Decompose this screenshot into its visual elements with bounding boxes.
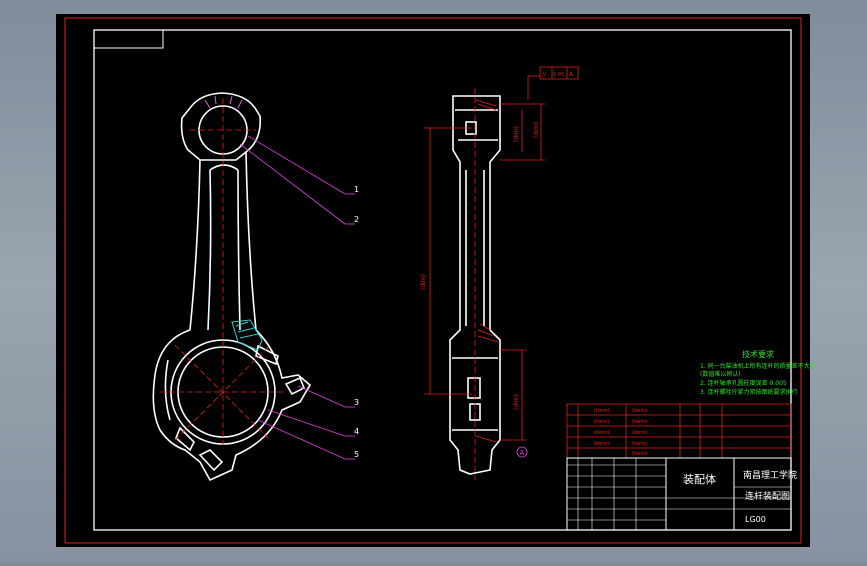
callout-5: 5 bbox=[354, 450, 359, 459]
tech-req-line-4: 3. 连杆螺栓拧紧力矩按图纸要求执行 bbox=[700, 388, 798, 396]
svg-text:(item): (item) bbox=[632, 451, 647, 457]
code-box bbox=[93, 29, 164, 49]
title-block-text: 装配体 南昌理工学院 连杆装配图 LG00 bbox=[683, 469, 797, 524]
title-block bbox=[566, 457, 792, 531]
svg-text://: // bbox=[542, 71, 547, 78]
parts-list bbox=[566, 403, 792, 459]
svg-text:(item): (item) bbox=[594, 441, 609, 447]
side-view bbox=[449, 95, 501, 475]
small-end-markings bbox=[204, 95, 243, 109]
tech-req-line-2: (数值难以辨认) bbox=[700, 370, 741, 378]
svg-text:(item): (item) bbox=[594, 408, 609, 414]
svg-text:(item): (item) bbox=[632, 441, 647, 447]
svg-text:0.05: 0.05 bbox=[553, 72, 564, 78]
svg-text:(item): (item) bbox=[632, 419, 647, 425]
dimension-lines bbox=[424, 75, 545, 441]
drawing-title: 连杆装配图 bbox=[745, 490, 790, 502]
dimension-text: (dim) (dim) (dim) (dim) bbox=[420, 122, 540, 410]
front-center-lines bbox=[160, 98, 286, 445]
callout-3: 3 bbox=[354, 398, 359, 407]
svg-text:A: A bbox=[520, 449, 525, 457]
callout-4: 4 bbox=[354, 427, 359, 436]
tech-req-heading: 技术要求 bbox=[742, 349, 774, 359]
svg-text:(dim): (dim) bbox=[533, 122, 540, 138]
svg-text:(item): (item) bbox=[594, 419, 609, 425]
drawing-sheet bbox=[56, 14, 810, 547]
tech-req-line-3: 2. 连杆轴承孔圆柱度误差 0.005 bbox=[700, 379, 787, 387]
tech-req-line-1: 1. 同一台柴油机上所有连杆的质量差不大于 bbox=[700, 362, 816, 370]
drawing-number: LG00 bbox=[745, 515, 766, 524]
school-name: 南昌理工学院 bbox=[743, 469, 797, 481]
callout-1: 1 bbox=[354, 185, 359, 194]
svg-text:(item): (item) bbox=[632, 430, 647, 436]
callout-labels: 1 2 3 4 5 bbox=[354, 185, 359, 459]
svg-text:(dim): (dim) bbox=[420, 274, 427, 290]
side-section-hatch bbox=[475, 99, 499, 443]
svg-text:(item): (item) bbox=[594, 430, 609, 436]
svg-text:(item): (item) bbox=[632, 408, 647, 414]
part-name: 装配体 bbox=[683, 472, 716, 486]
front-section-hatch bbox=[231, 319, 263, 351]
svg-text:(dim): (dim) bbox=[513, 394, 520, 410]
leader-lines bbox=[239, 135, 355, 460]
svg-text:(dim): (dim) bbox=[513, 126, 520, 142]
outer-frame bbox=[64, 17, 802, 544]
parts-list-text: (item) (item) (item) (item) (item) (item… bbox=[594, 408, 647, 457]
callout-2: 2 bbox=[354, 215, 359, 224]
svg-text:A: A bbox=[569, 71, 574, 78]
inner-frame bbox=[93, 29, 792, 531]
gdt-frame: // 0.05 A bbox=[539, 66, 579, 80]
datum-symbol: A bbox=[516, 446, 528, 458]
technical-requirements: 技术要求 1. 同一台柴油机上所有连杆的质量差不大于 (数值难以辨认) 2. 连… bbox=[700, 349, 816, 396]
